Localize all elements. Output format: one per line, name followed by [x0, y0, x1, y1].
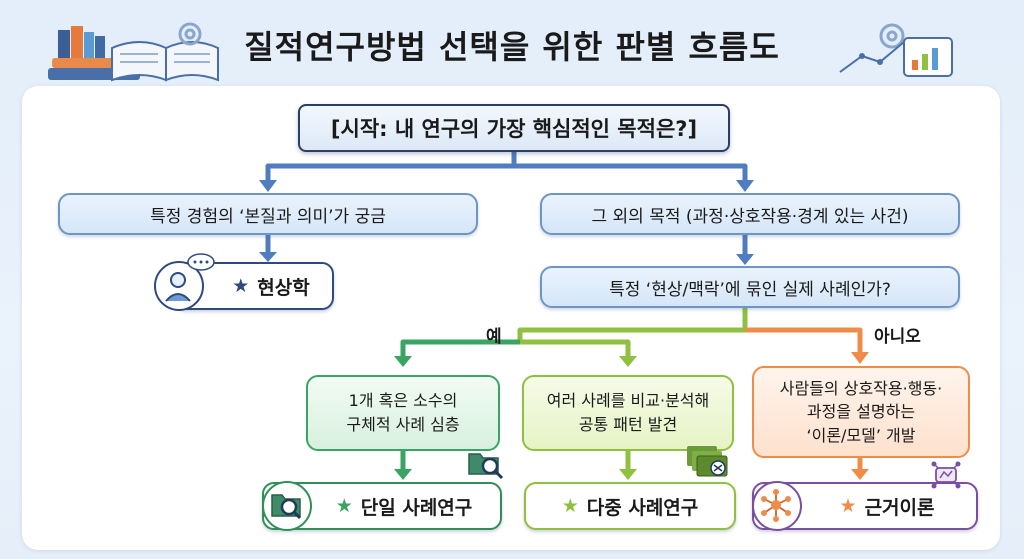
result-single-case-label: 단일 사례연구 [360, 496, 473, 519]
growth-chart-icon [839, 37, 953, 77]
other-purpose-node: 그 외의 목적 (과정·상호작용·경계 있는 사건) [540, 193, 960, 235]
arrow-head [736, 180, 754, 192]
connector-no-branch [745, 327, 863, 352]
page-title: 질적연구방법 선택을 위한 판별 흐름도 [244, 28, 780, 66]
star-icon: ★ [839, 495, 857, 517]
open-book-icon [111, 41, 219, 82]
theory-desc-line-1: 사람들의 상호작용·행동· [779, 379, 943, 399]
multi-case-description: 여러 사례를 비교·분석해 공통 패턴 발견 [522, 375, 734, 451]
theory-description: 사람들의 상호작용·행동· 과정을 설명하는 ‘이론/모델’ 개발 [752, 366, 970, 458]
network-chip-icon [931, 461, 961, 489]
star-icon: ★ [335, 495, 353, 517]
start-node: [시작: 내 연구의 가장 핵심적인 목적은?] [298, 104, 730, 152]
arrow-head [394, 356, 412, 367]
arrow-head [259, 252, 277, 262]
theory-desc-line-3: ‘이론/모델’ 개발 [806, 425, 916, 445]
content-panel [22, 86, 1000, 550]
single-case-desc-line-1: 1개 혹은 소수의 [348, 391, 458, 410]
arrow-head [851, 469, 869, 480]
connector-yes-right [520, 339, 631, 358]
multi-case-desc-line-2: 공통 패턴 발견 [578, 415, 678, 434]
connector-yes-branch [517, 327, 745, 342]
yes-label: 예 [486, 327, 502, 347]
arrow-head [851, 352, 869, 364]
star-icon: ★ [232, 275, 250, 297]
connector-yes-left [400, 339, 520, 358]
essence-question-node: 특정 경험의 ‘본질과 의미’가 궁금 [58, 193, 478, 235]
multi-case-desc-line-1: 여러 사례를 비교·분석해 [546, 391, 710, 410]
result-grounded-theory-label: 근거이론 [864, 496, 935, 519]
case-question-node: 특정 ‘현상/맥락’에 묶인 실제 사례인가? [540, 266, 960, 308]
theory-desc-line-2: 과정을 설명하는 [806, 402, 916, 422]
no-label: 아니오 [874, 327, 921, 347]
network-hub-icon [752, 481, 802, 531]
folder-magnifier-icon [262, 481, 312, 531]
single-case-description: 1개 혹은 소수의 구체적 사례 심층 [306, 375, 500, 451]
gear-icon [178, 22, 202, 46]
thought-bubble-icon [187, 253, 215, 271]
stacked-folders-icon [687, 446, 728, 477]
arrow-head [619, 469, 637, 480]
arrow-head [736, 254, 754, 265]
result-multi-case-label: 다중 사례연구 [586, 496, 699, 519]
folder-magnifier-icon [468, 453, 504, 480]
star-icon: ★ [561, 495, 579, 517]
arrow-head [259, 180, 277, 192]
arrow-head [619, 356, 637, 367]
result-multi-case: ★ 다중 사례연구 [524, 482, 736, 530]
connector-start-right [514, 163, 748, 182]
arrow-head [394, 469, 412, 480]
single-case-desc-line-2: 구체적 사례 심층 [346, 415, 460, 434]
gear-icon [879, 23, 905, 49]
connector-start-left [265, 163, 514, 182]
result-phenomenology-label: 현상학 [257, 276, 310, 299]
